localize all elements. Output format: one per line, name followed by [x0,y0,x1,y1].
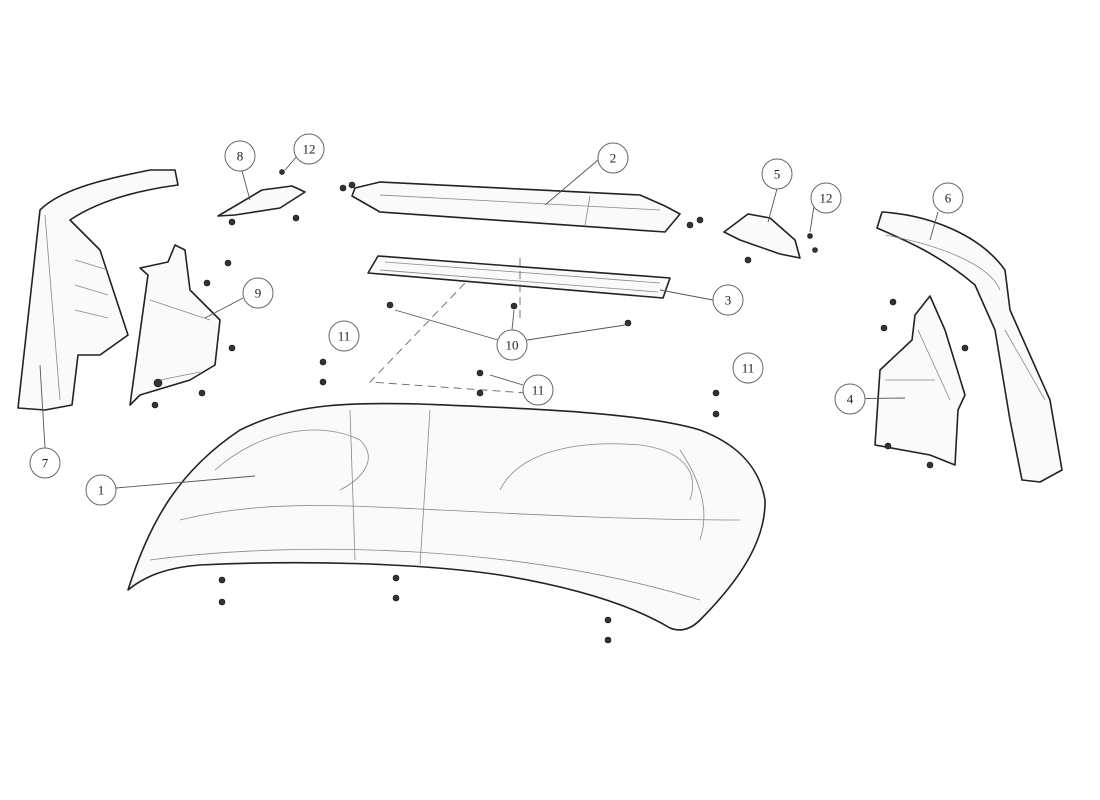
svg-text:11: 11 [532,383,545,398]
svg-text:9: 9 [255,286,262,301]
svg-text:11: 11 [338,329,351,344]
callout-2[interactable]: 2 [597,142,629,174]
part-5-bracket [723,213,801,259]
part-4-trim [874,295,966,466]
part-6-pillar [876,211,1063,483]
svg-text:12: 12 [303,142,316,157]
assembly-guide-line [369,258,556,396]
part-3-bracket [367,255,671,299]
svg-text:7: 7 [42,456,49,471]
callout-10[interactable]: 10 [496,329,528,361]
svg-text:11: 11 [742,361,755,376]
svg-text:3: 3 [725,293,732,308]
callout-7[interactable]: 7 [29,447,61,479]
part-8-bracket [217,185,306,217]
callout-12[interactable]: 12 [293,133,325,165]
callout-12[interactable]: 12 [810,182,842,214]
fasteners [151,169,969,644]
callout-5[interactable]: 5 [761,158,793,190]
part-2-rail [351,181,681,233]
svg-text:10: 10 [506,338,519,353]
svg-text:6: 6 [945,191,952,206]
callout-4[interactable]: 4 [834,383,866,415]
callout-11[interactable]: 11 [522,374,554,406]
svg-text:4: 4 [847,392,854,407]
svg-text:5: 5 [774,167,781,182]
part-9-trim [129,244,221,406]
callout-8[interactable]: 8 [224,140,256,172]
svg-text:8: 8 [237,149,244,164]
callout-9[interactable]: 9 [242,277,274,309]
callout-11[interactable]: 11 [732,352,764,384]
svg-text:2: 2 [610,151,617,166]
callout-3[interactable]: 3 [712,284,744,316]
callout-6[interactable]: 6 [932,182,964,214]
svg-text:12: 12 [820,191,833,206]
part-1-panel [127,402,766,631]
callout-1[interactable]: 1 [85,474,117,506]
svg-text:1: 1 [98,483,105,498]
part-7-pillar [17,169,179,411]
callout-11[interactable]: 11 [328,320,360,352]
